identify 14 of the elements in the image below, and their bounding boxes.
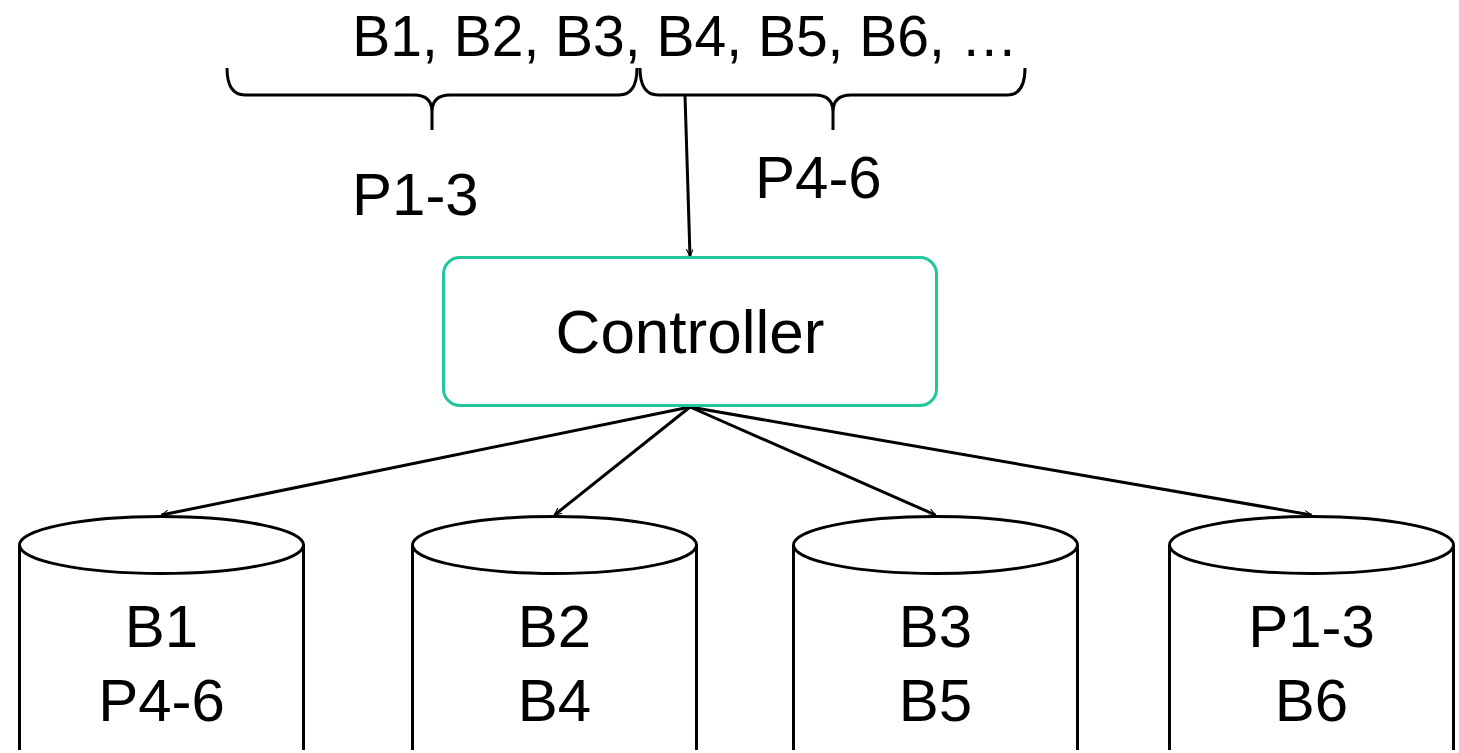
cylinder-text: B3	[898, 597, 973, 657]
cylinder-text: B6	[1274, 671, 1349, 731]
controller-box: Controller	[442, 256, 938, 407]
cylinder-text: B2	[517, 597, 592, 657]
cylinder-text: B1	[124, 597, 199, 657]
cylinder-text: B4	[517, 671, 592, 731]
cylinder-text: B5	[898, 671, 973, 731]
arrow	[553, 405, 691, 517]
group-label: P4-6	[755, 148, 882, 208]
group-label: P1-3	[352, 165, 479, 225]
cylinder-text: P4-6	[98, 671, 225, 731]
block-sequence-text: B1, B2, B3, B4, B5, B6, …	[352, 8, 1018, 65]
arrow	[683, 94, 694, 257]
cylinder-text: P1-3	[1248, 597, 1375, 657]
